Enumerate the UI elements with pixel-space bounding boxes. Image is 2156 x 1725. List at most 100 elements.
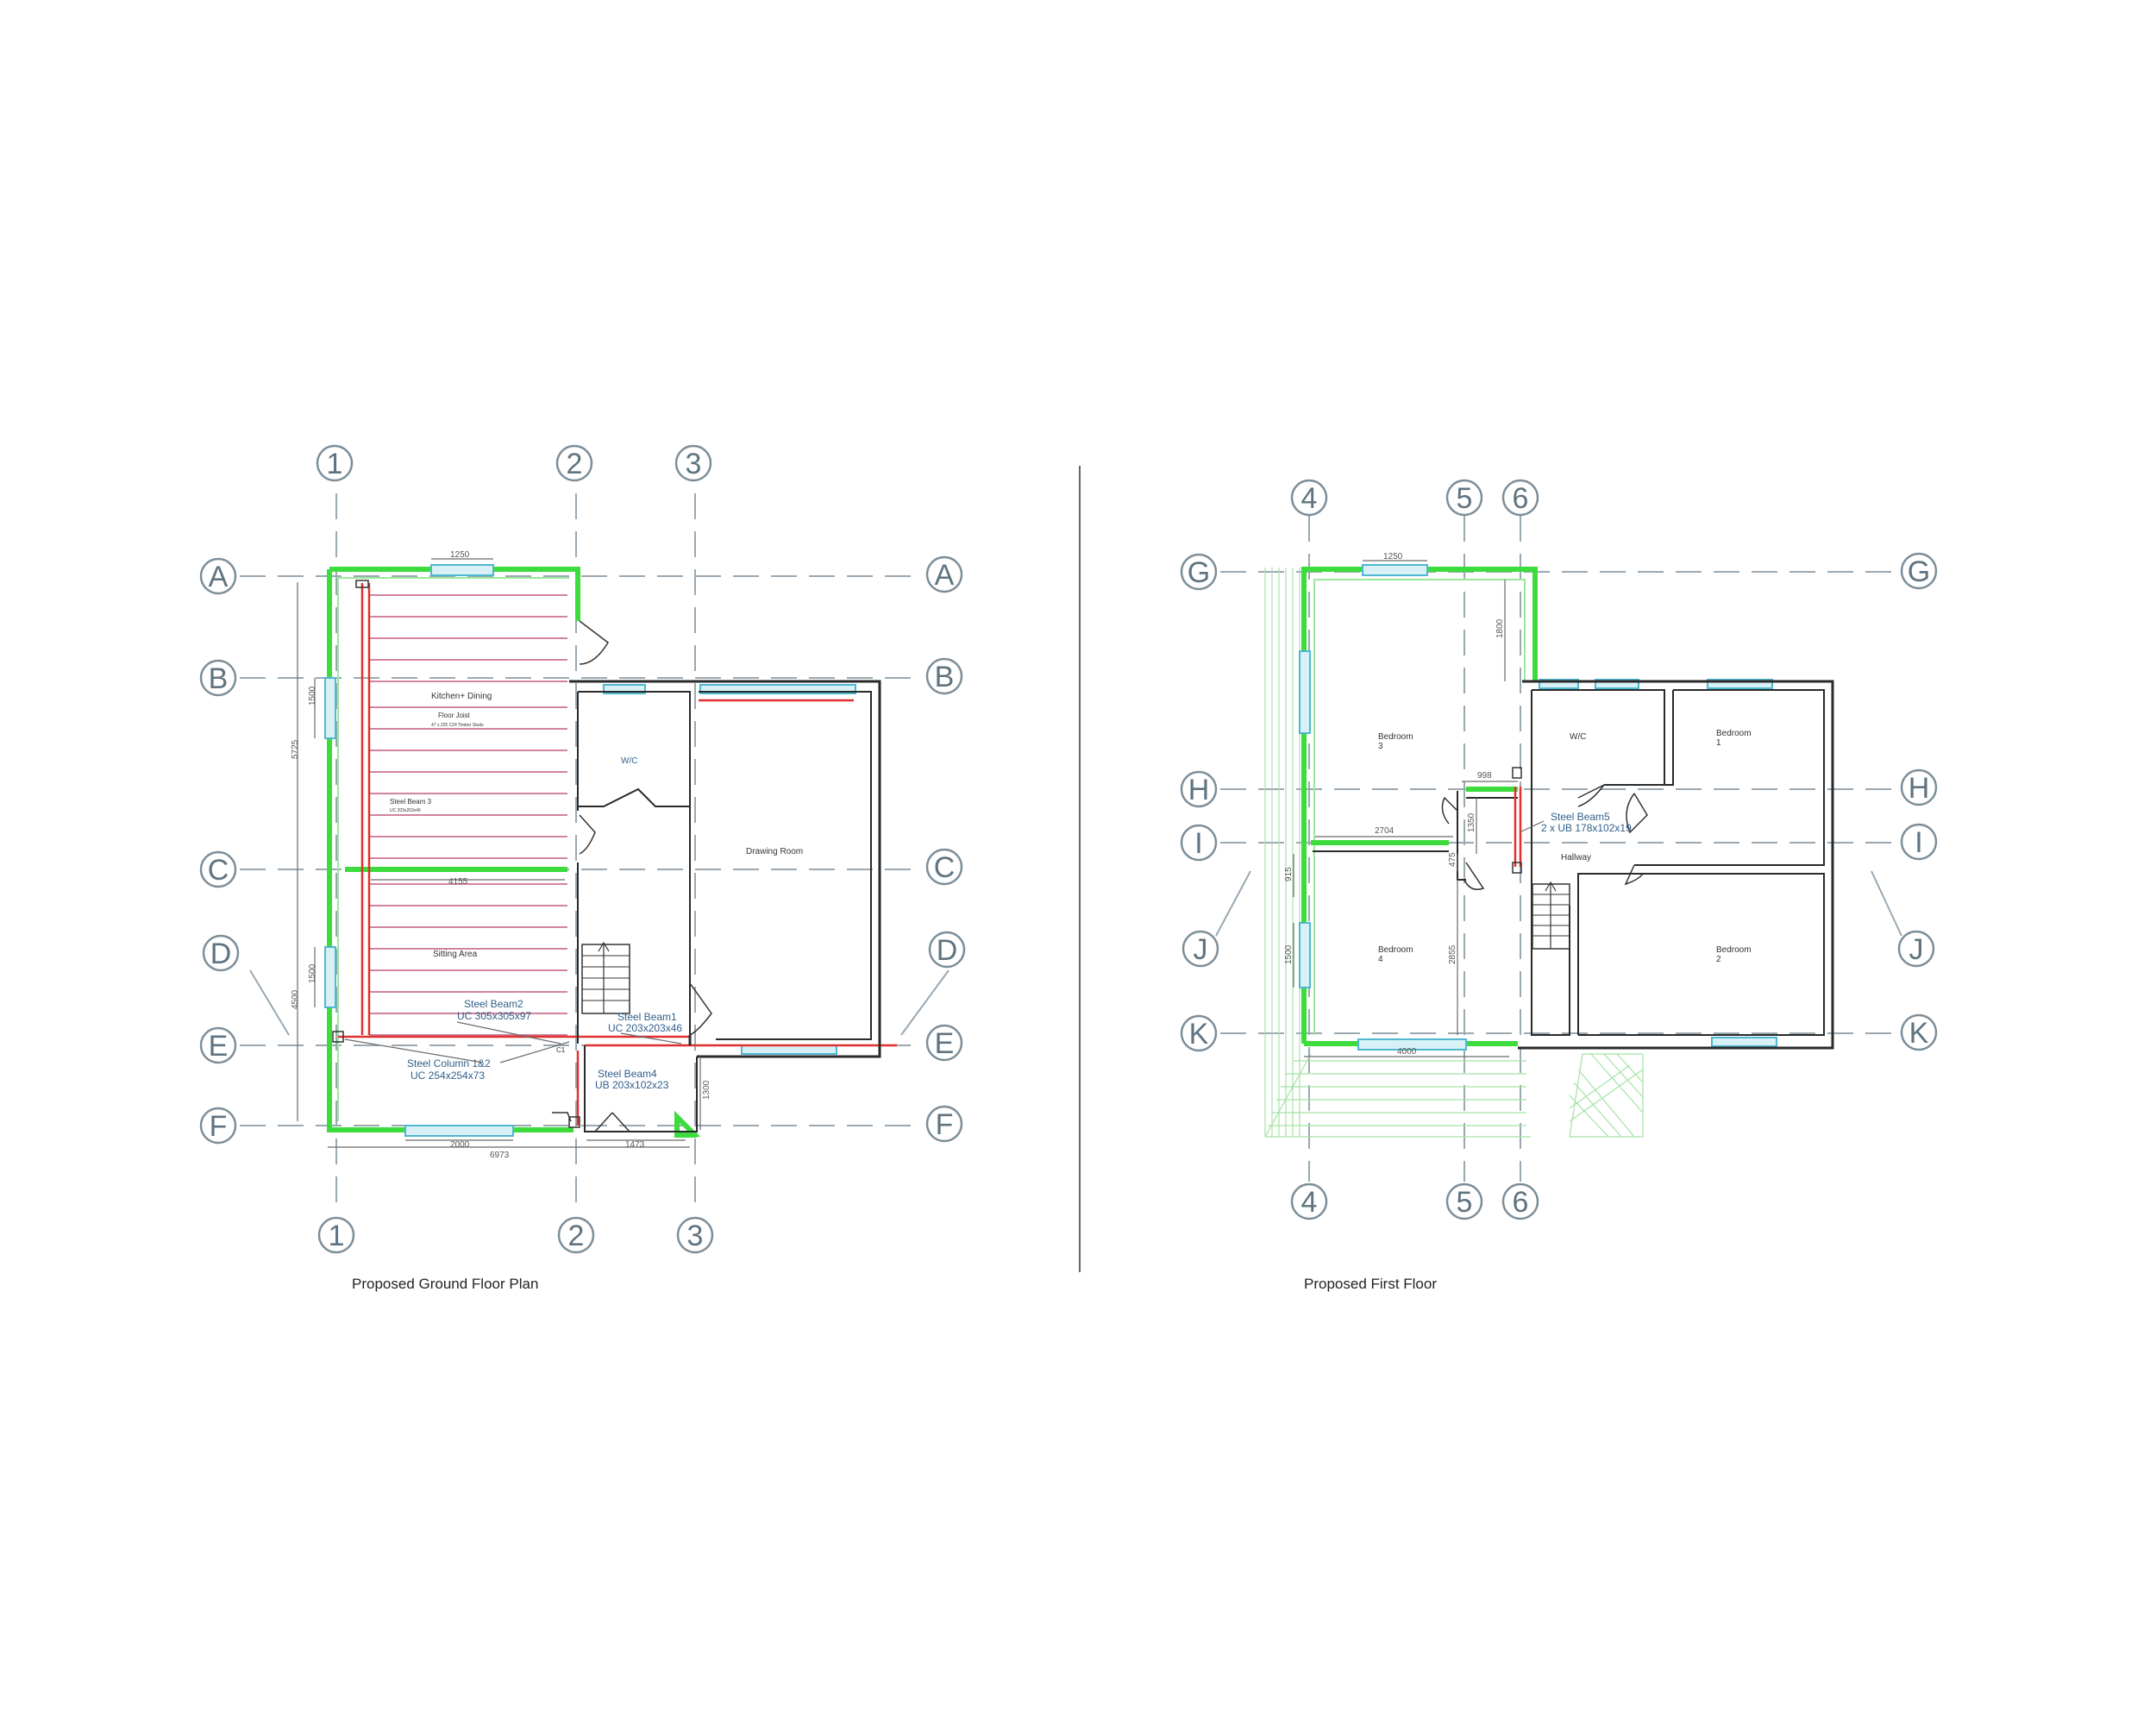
gf-row-bubble-e-right: E [925,1024,963,1062]
ff-column-bubble-6-top: 6 [1501,479,1539,517]
ff-row-g-label-right: G [1908,555,1930,588]
ff-room-bedroom4: Bedroom [1378,945,1413,955]
gf-row-bubble-b-left: B [199,659,237,697]
gf-row-bubble-d-left: D [202,934,240,972]
gf-row-bubble-f-right: F [925,1105,963,1143]
gf-c1-label: C1 [556,1046,566,1054]
ff-room-bedroom1-num: 1 [1716,738,1721,748]
gf-dim-top-window: 1250 [450,550,470,560]
gf-dim-left-lower: 4500 [291,989,300,1009]
gf-col-1-label-bottom: 1 [329,1220,345,1252]
ff-row-g-label: G [1188,556,1210,589]
gf-window-bottom [404,1125,514,1137]
ff-door-bed3 [1441,796,1458,825]
ff-window-wc-2 [1595,679,1639,689]
gf-steel-column-1 [332,1031,344,1043]
gf-row-a-label: A [209,561,229,593]
gf-col-2-label-bottom: 2 [568,1220,585,1252]
gf-row-c-label-right: C [934,851,956,884]
ff-room-bedroom3-num: 3 [1378,742,1383,751]
gf-new-wall-top [329,567,580,621]
gf-col-2-label: 2 [567,448,583,480]
gf-dim-left-window-lower: 1500 [308,963,317,983]
ff-dim-left-window: 1500 [1284,944,1294,964]
gf-beam2-label: Steel Beam2 [464,998,523,1010]
gf-column-label: Steel Column 1&2 [407,1057,491,1070]
gf-dim-mid-width: 4155 [448,877,468,887]
gf-window-left-lower [324,946,336,1008]
ff-column-bubble-4-bottom: 4 [1290,1182,1328,1220]
ff-column-bubble-6-bottom: 6 [1501,1182,1539,1220]
ff-dimensions [1293,560,1518,1057]
ff-column-bubble-5-top: 5 [1445,479,1483,517]
gf-floor-joist-spec: 47 x 225 C24 Timber Studs [431,723,484,728]
gf-row-bubble-f-left: F [199,1107,237,1145]
gf-column-bubble-2-bottom: 2 [557,1216,595,1254]
ff-column-bubble-4-top: 4 [1290,479,1328,517]
gf-beam3-spec: UC 203x203x46 [390,808,421,813]
ff-door-bed2 [1624,864,1644,886]
ff-col-5-label: 5 [1457,482,1473,515]
gf-column-bubble-3-bottom: 3 [676,1216,714,1254]
ff-room-bedroom4-num: 4 [1378,955,1383,964]
ff-new-wall-outer [1301,567,1538,1044]
ff-row-bubble-k-left: K [1180,1014,1218,1052]
ff-dim-475: 475 [1448,852,1457,867]
gf-plan-title: Proposed Ground Floor Plan [352,1276,538,1292]
ff-row-bubble-k-right: K [1900,1013,1938,1051]
gf-room-sitting: Sitting Area [433,950,478,959]
ff-room-bedroom3: Bedroom [1378,732,1413,742]
gf-col-1-label: 1 [327,448,343,480]
ff-col-5-label-bottom: 5 [1457,1186,1473,1219]
ff-dim-998: 998 [1477,771,1492,781]
ff-dim-1350: 1350 [1467,812,1476,832]
gf-existing-outer-wall [569,680,881,1058]
ff-row-bubble-j-right: J [1897,930,1935,968]
gf-dim-right-small: 1300 [702,1080,711,1100]
gf-room-drawing: Drawing Room [746,847,803,856]
ff-dim-2704: 2704 [1375,826,1395,836]
gf-room-wc: W/C [621,756,637,766]
gf-row-bubble-c-right: C [925,848,963,886]
ff-row-k-label: K [1189,1018,1209,1051]
ff-row-bubble-g-left: G [1180,553,1218,591]
gf-door-kitchen [579,620,609,665]
ff-door-wc [1577,784,1605,807]
gf-row-e-label: E [209,1030,229,1063]
gf-beam3-label: Steel Beam 3 [390,798,432,806]
ff-room-bedroom2: Bedroom [1716,945,1752,955]
gf-beam1-spec: UC 203x203x46 [608,1022,682,1034]
ff-roof-hatching [1264,568,1644,1138]
gf-beam4-spec: UB 203x102x23 [595,1079,669,1091]
ff-dim-2855: 2855 [1448,944,1457,964]
ff-row-bubble-h-left: H [1180,770,1218,808]
gf-row-f-label-right: F [936,1108,954,1141]
ff-row-j-label-right: J [1909,933,1924,966]
ff-row-h-label: H [1188,774,1210,806]
ff-row-h-label-right: H [1908,772,1930,805]
gf-dim-left-window-upper: 1500 [308,686,317,706]
ff-column-bubble-5-bottom: 5 [1445,1182,1483,1220]
ff-col-4-label-bottom: 4 [1301,1186,1318,1219]
gf-column-bubble-3-top: 3 [674,444,712,482]
gf-door-rear [594,1112,630,1132]
gf-row-bubble-a-left: A [199,557,237,595]
ff-room-bedroom1: Bedroom [1716,729,1752,738]
ff-row-k-label-right: K [1909,1017,1929,1050]
first-floor-plan: 1250 1800 998 2704 1350 915 475 1500 285… [1264,552,1834,1138]
ff-row-bubble-i-right: I [1900,823,1938,861]
gf-row-b-label: B [209,662,229,695]
gf-row-e-label-right: E [935,1027,955,1060]
gf-column-spec: UC 254x254x73 [411,1070,485,1082]
ff-door-bed1 [1626,793,1648,834]
ff-row-i-label: I [1194,827,1202,860]
gf-col-3-label-bottom: 3 [687,1220,704,1252]
gf-floor-joist-label: Floor Joist [438,712,471,719]
ff-row-bubble-h-right: H [1900,768,1938,806]
gf-column-bubble-1-bottom: 1 [317,1216,355,1254]
gf-steel-column-2 [568,1116,580,1128]
gf-row-bubble-b-right: B [925,657,963,695]
gf-row-bubble-e-left: E [199,1026,237,1064]
gf-row-d-label: D [210,938,232,970]
